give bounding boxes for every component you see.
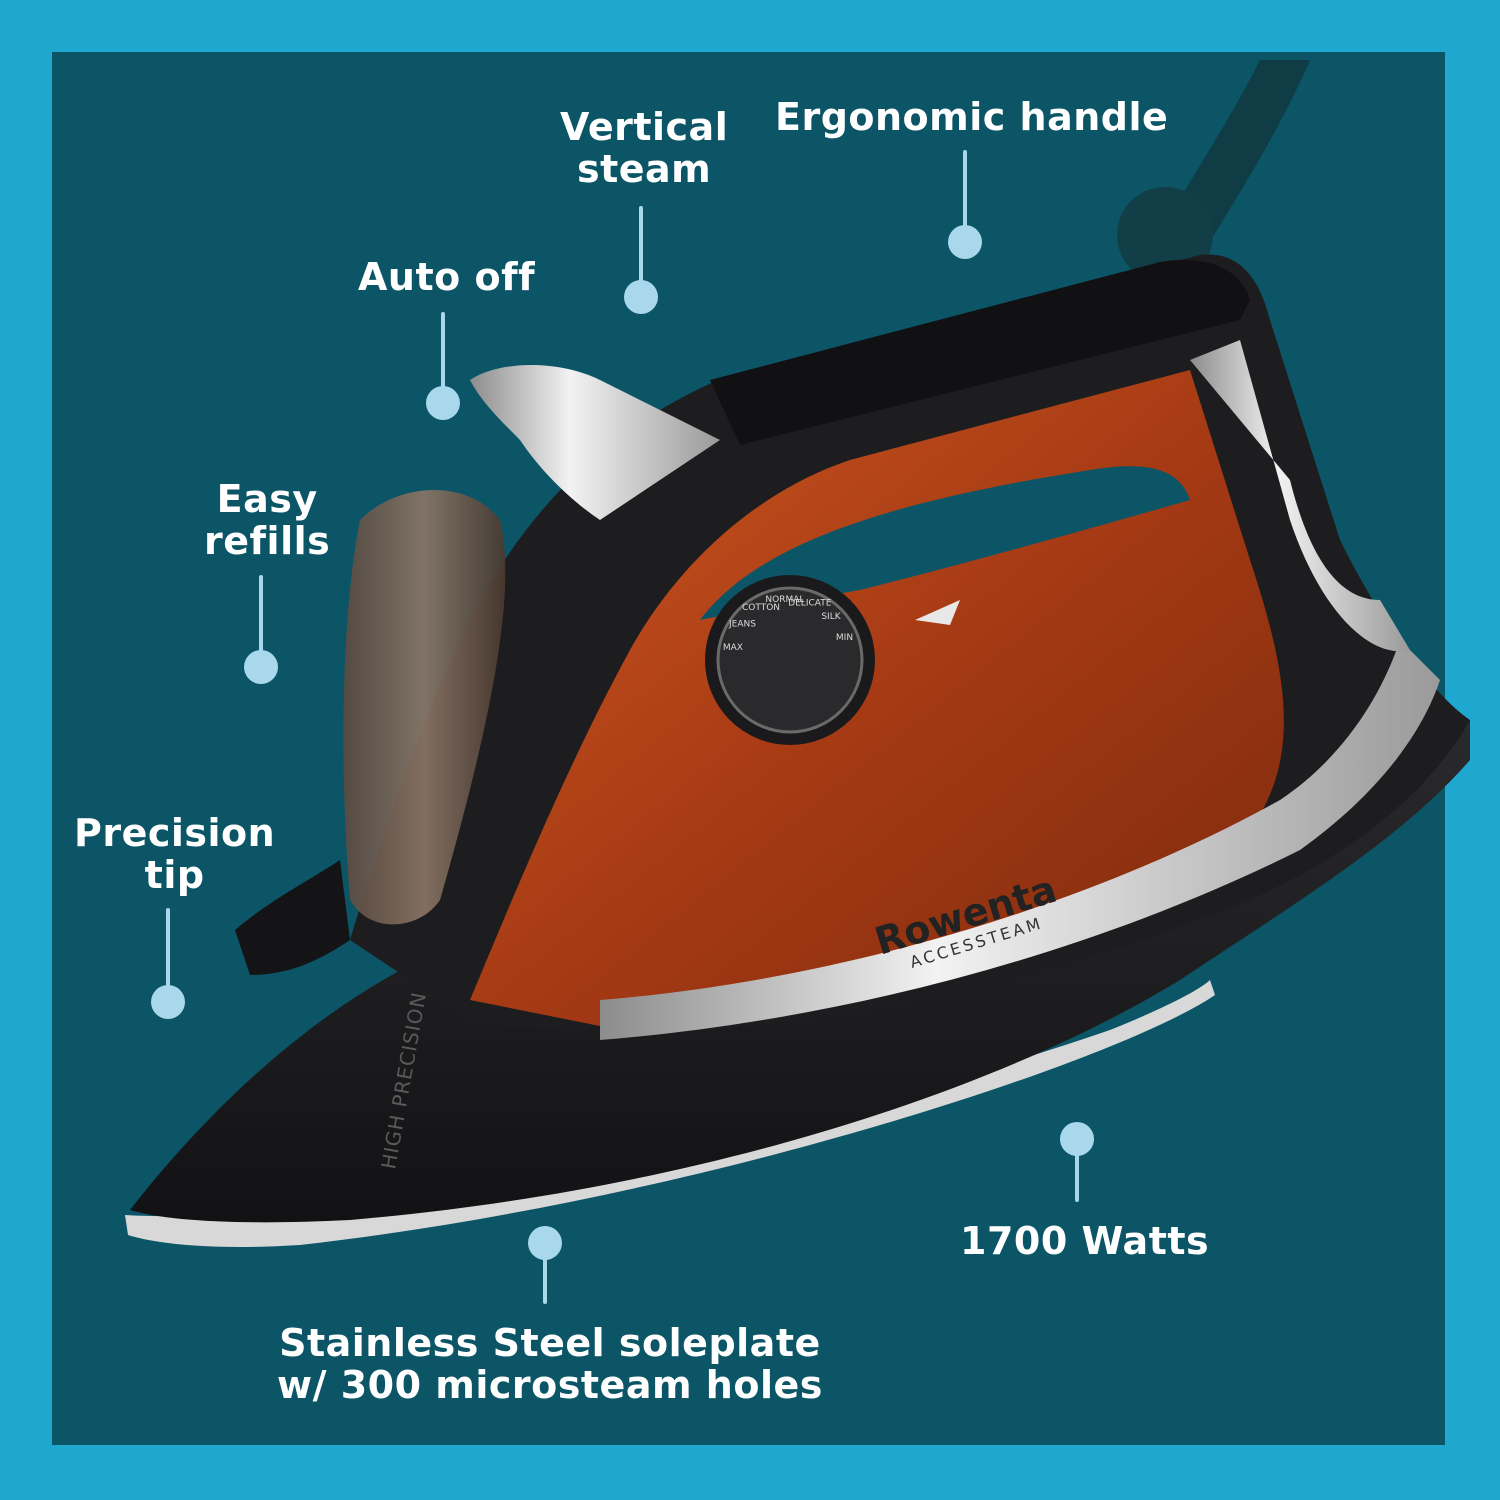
dial-setting-label: JEANS <box>728 620 756 630</box>
vertical-steam-line1: Vertical <box>560 105 729 149</box>
dot-easy-refills <box>244 650 278 684</box>
spray-nozzle <box>470 365 720 520</box>
stem-easy-refills <box>259 575 263 655</box>
dial-setting-label: COTTON <box>742 603 780 613</box>
precision-tip-button <box>235 860 350 975</box>
dial-setting-label: DELICATE <box>788 599 832 609</box>
vertical-steam-line2: steam <box>576 147 712 191</box>
stem-precision-tip <box>166 908 170 990</box>
water-tank <box>343 490 506 925</box>
label-precision-tip: Precision tip <box>74 812 275 896</box>
soleplate-line2: w/ 300 microsteam holes <box>277 1363 823 1407</box>
precision-tip-line1: Precision <box>74 811 276 855</box>
copper-shell <box>470 370 1284 1030</box>
temperature-dial <box>716 586 864 734</box>
easy-refills-line1: Easy <box>216 477 318 521</box>
dial-setting-label: NORMAL <box>765 595 804 605</box>
label-ergonomic-handle: Ergonomic handle <box>775 95 1169 139</box>
dial-indicator <box>915 600 960 625</box>
precision-tip-line2: tip <box>144 853 205 897</box>
stem-vertical-steam <box>639 206 643 286</box>
stem-watts <box>1075 1150 1079 1202</box>
stem-soleplate <box>543 1254 547 1304</box>
chrome-side <box>1190 340 1410 652</box>
label-auto-off: Auto off <box>358 255 536 299</box>
dot-vertical-steam <box>624 280 658 314</box>
label-vertical-steam: Vertical steam <box>560 106 728 190</box>
label-watts: 1700 Watts <box>960 1219 1210 1263</box>
label-easy-refills: Easy refills <box>204 478 330 562</box>
dial-setting-label: MIN <box>836 633 853 643</box>
dial-setting-label: MAX <box>723 643 743 653</box>
dot-ergonomic-handle <box>948 225 982 259</box>
stem-auto-off <box>441 312 445 390</box>
easy-refills-line2: refills <box>204 519 331 563</box>
chrome-trim <box>600 640 1440 1040</box>
dot-auto-off <box>426 386 460 420</box>
handle-grip <box>710 259 1250 445</box>
soleplate-line1: Stainless Steel soleplate <box>279 1321 821 1365</box>
label-soleplate: Stainless Steel soleplate w/ 300 microst… <box>277 1322 823 1406</box>
stem-ergonomic-handle <box>963 150 967 230</box>
dial-setting-label: SILK <box>821 612 841 622</box>
dot-precision-tip <box>151 985 185 1019</box>
